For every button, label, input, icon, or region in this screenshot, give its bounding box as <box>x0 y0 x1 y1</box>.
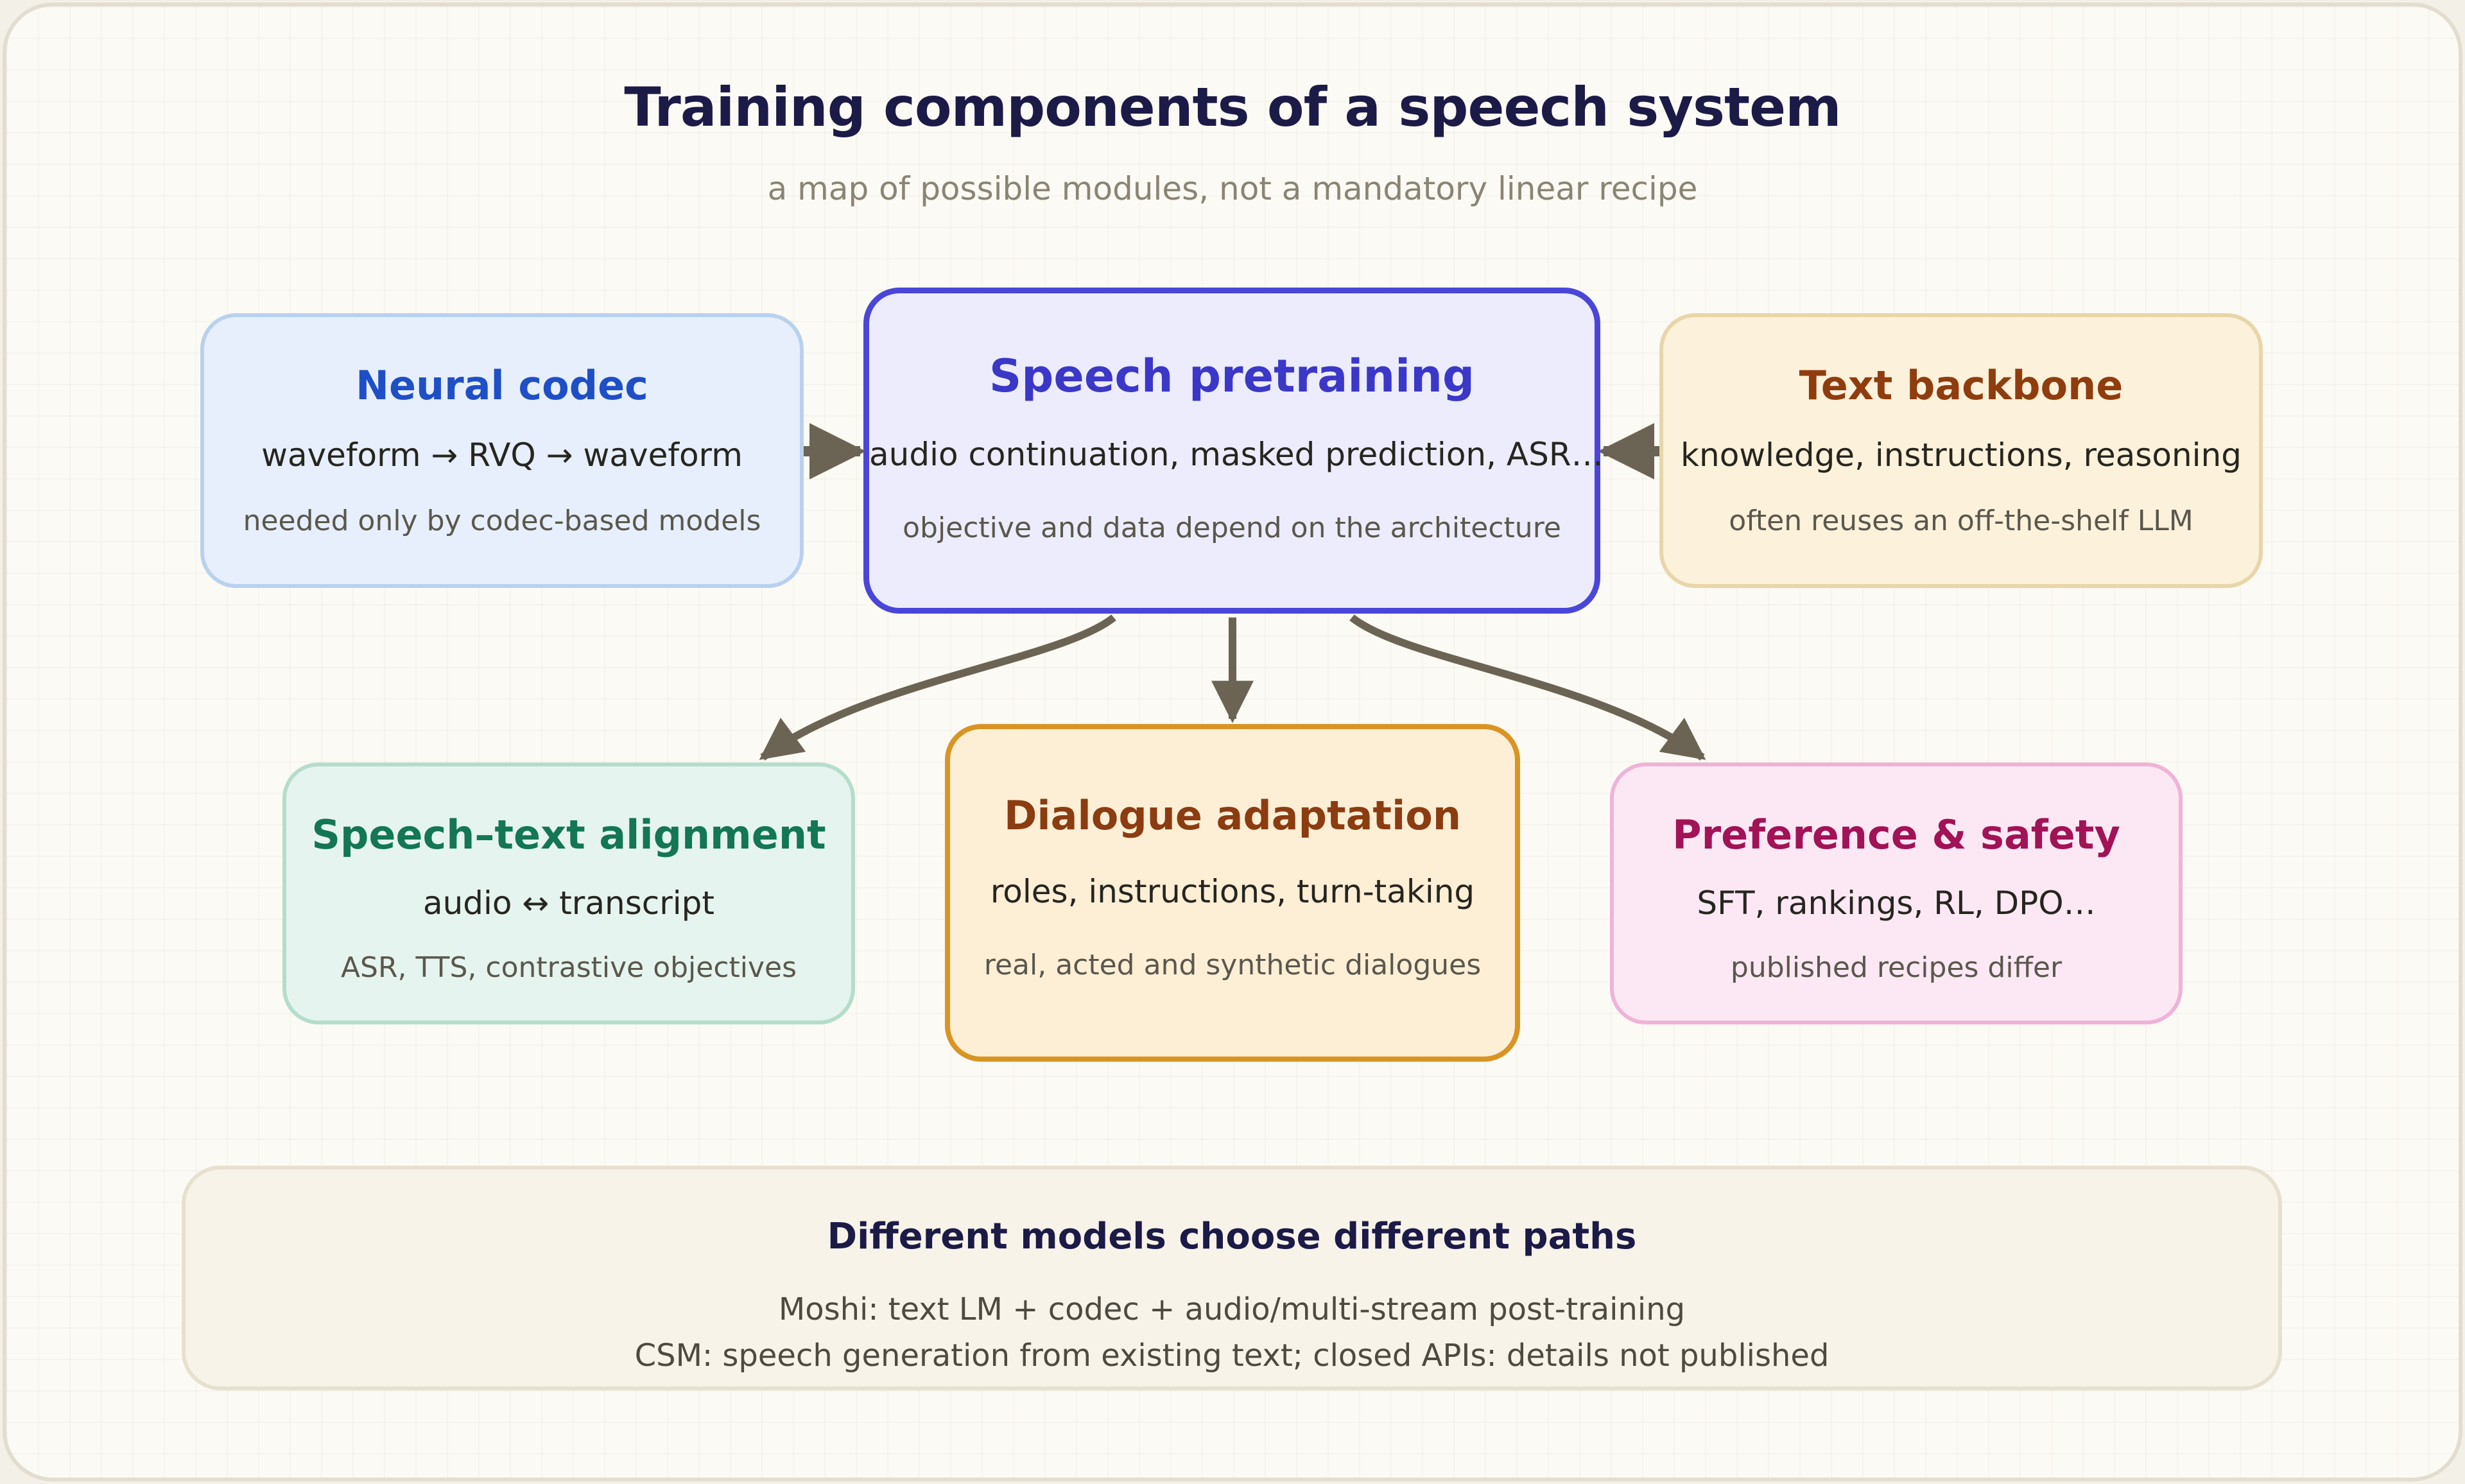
node-heading: Speech–text alignment <box>311 811 826 858</box>
node-detail: roles, instructions, turn-taking <box>990 873 1475 910</box>
node-speech-text-alignment: Speech–text alignment audio ↔ transcript… <box>282 763 855 1024</box>
node-speech-pretraining: Speech pretraining audio continuation, m… <box>863 288 1604 614</box>
node-note: published recipes differ <box>1730 951 2063 984</box>
edge-pretraining-to-alignment <box>759 614 1116 761</box>
node-neural-codec: Neural codec waveform → RVQ → waveform n… <box>200 313 804 588</box>
node-detail: waveform → RVQ → waveform <box>261 436 743 474</box>
node-note: needed only by codec-based models <box>243 505 761 537</box>
node-detail: SFT, rankings, RL, DPO… <box>1697 884 2096 922</box>
footer-heading: Different models choose different paths <box>827 1216 1637 1257</box>
edge-pretraining-to-preference <box>1349 614 1706 761</box>
footer-panel: Different models choose different paths … <box>182 1166 2282 1390</box>
node-heading: Speech pretraining <box>989 350 1475 402</box>
node-note: often reuses an off-the-shelf LLM <box>1729 505 2193 537</box>
node-heading: Preference & safety <box>1672 811 2120 858</box>
diagram-title: Training components of a speech system <box>624 76 1841 139</box>
diagram-subtitle: a map of possible modules, not a mandato… <box>767 170 1698 207</box>
node-note: ASR, TTS, contrastive objectives <box>340 951 797 984</box>
node-heading: Dialogue adaptation <box>1003 792 1462 839</box>
node-text-backbone: Text backbone knowledge, instructions, r… <box>1659 313 2263 588</box>
node-preference-safety: Preference & safety SFT, rankings, RL, D… <box>1610 763 2183 1024</box>
node-detail: knowledge, instructions, reasoning <box>1681 436 2242 474</box>
footer-line: Moshi: text LM + codec + audio/multi-str… <box>778 1291 1686 1327</box>
node-note: real, acted and synthetic dialogues <box>983 949 1482 981</box>
node-detail: audio continuation, masked prediction, A… <box>869 436 1604 473</box>
node-note: objective and data depend on the archite… <box>903 512 1561 544</box>
node-heading: Text backbone <box>1799 362 2123 409</box>
node-heading: Neural codec <box>356 362 648 409</box>
node-dialogue-adaptation: Dialogue adaptation roles, instructions,… <box>945 724 1520 1062</box>
footer-line: CSM: speech generation from existing tex… <box>634 1338 1829 1374</box>
node-detail: audio ↔ transcript <box>422 884 715 922</box>
